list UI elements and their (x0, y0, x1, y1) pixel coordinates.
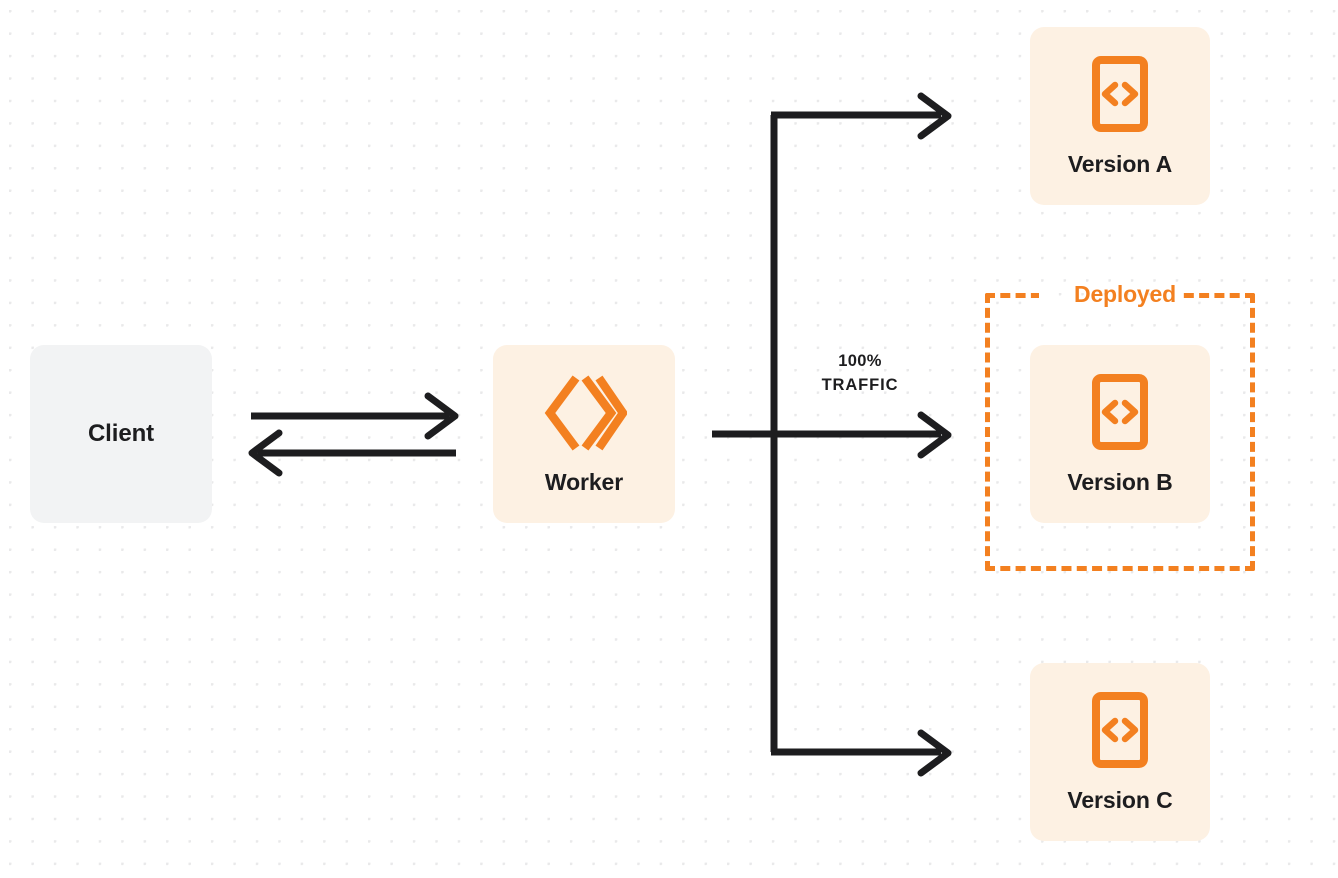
code-file-icon (1091, 691, 1149, 769)
node-worker[interactable]: Worker (493, 345, 675, 523)
node-version-c[interactable]: Version C (1030, 663, 1210, 841)
edge-worker-to-client (248, 429, 456, 477)
node-client[interactable]: Client (30, 345, 212, 523)
edge-worker-to-version-b (712, 411, 952, 459)
node-version-c-label: Version C (1067, 786, 1173, 813)
edge-worker-to-version-a (771, 92, 952, 140)
traffic-percent-value: 100% (838, 352, 882, 370)
traffic-unit-label: TRAFFIC (821, 375, 899, 394)
traffic-percentage-label: 100% TRAFFIC (790, 350, 930, 398)
code-file-icon (1091, 373, 1149, 451)
node-worker-label: Worker (544, 468, 624, 495)
node-version-a[interactable]: Version A (1030, 27, 1210, 205)
edge-worker-to-version-c (771, 729, 952, 777)
edge-client-to-worker (251, 392, 459, 440)
code-file-icon (1091, 55, 1149, 133)
node-client-label: Client (87, 420, 155, 447)
cloudflare-workers-logo-icon (541, 373, 629, 453)
node-version-a-label: Version A (1067, 150, 1173, 177)
deployed-label-gap (1039, 290, 1179, 306)
node-version-b[interactable]: Version B (1030, 345, 1210, 523)
node-version-b-label: Version B (1067, 468, 1173, 495)
